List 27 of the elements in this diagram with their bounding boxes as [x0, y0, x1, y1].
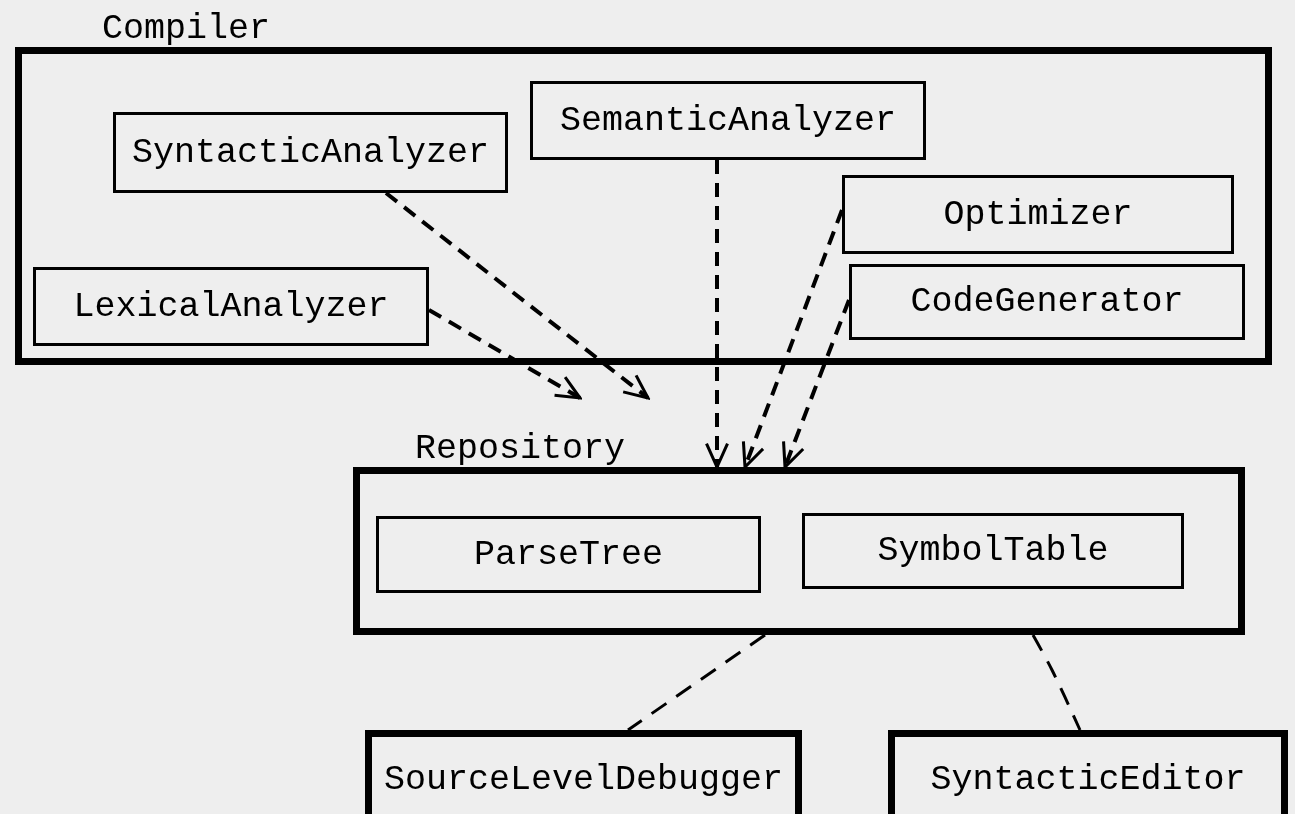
component-box [365, 730, 802, 814]
dependency-arrow [384, 191, 650, 400]
class-box [33, 267, 429, 346]
class-box [849, 264, 1245, 340]
dependency-line [627, 633, 766, 732]
class-name: SyntacticAnalyzer [130, 135, 491, 170]
container-title: Compiler [102, 12, 271, 47]
dependency-line [1031, 634, 1082, 731]
class-name: CodeGenerator [909, 284, 1185, 320]
class-name: SyntacticEditor [929, 762, 1247, 798]
class-name: SymbolTable [876, 533, 1110, 569]
class-name: ParseTree [473, 537, 664, 572]
dependency-arrow [428, 308, 582, 400]
component-box [888, 730, 1288, 814]
container-title: Repository [415, 432, 626, 467]
class-box [842, 175, 1234, 254]
class-box [376, 516, 761, 593]
class-box [530, 81, 926, 160]
class-name: SemanticAnalyzer [558, 103, 898, 138]
dependency-arrow [741, 209, 844, 469]
class-name: Optimizer [942, 197, 1134, 232]
class-box [802, 513, 1184, 589]
dependency-arrow [782, 299, 851, 469]
class-name: LexicalAnalyzer [72, 289, 390, 324]
class-name: SourceLevelDebugger [382, 762, 785, 798]
dependency-arrow [705, 160, 729, 469]
class-box [113, 112, 508, 193]
